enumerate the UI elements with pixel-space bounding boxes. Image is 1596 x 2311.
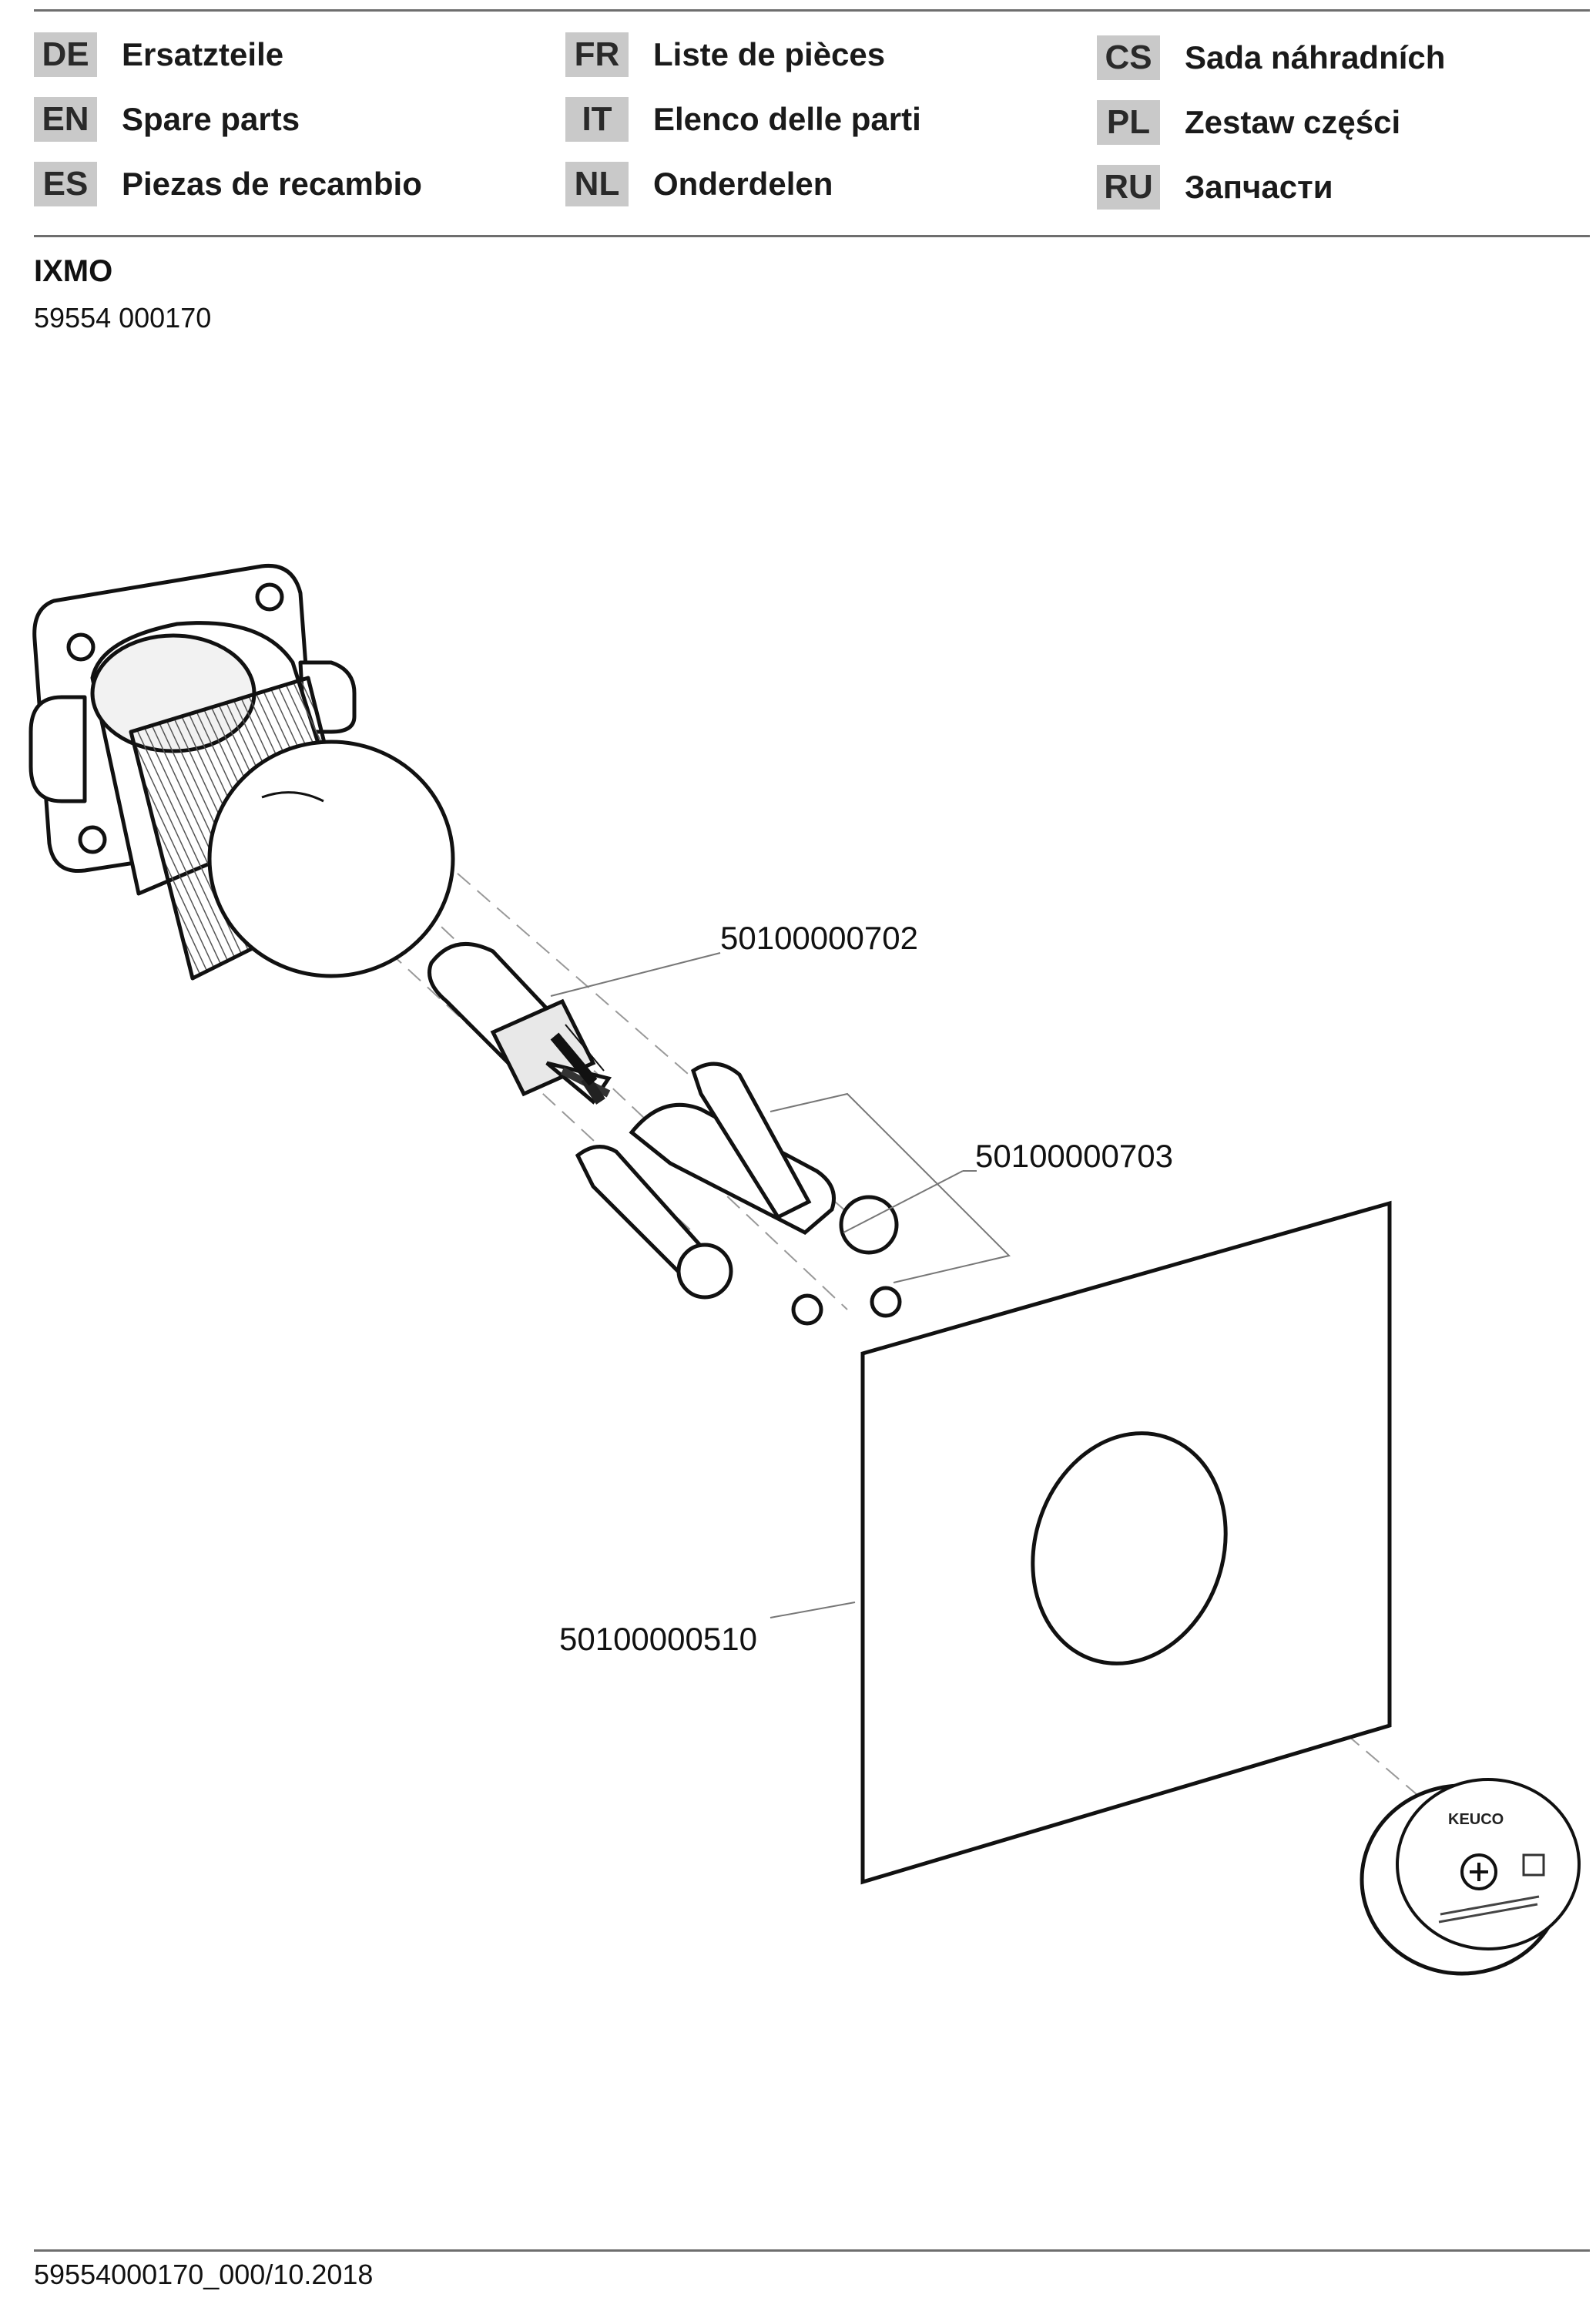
language-label: Sada náhradních: [1185, 39, 1446, 75]
product-number: 59554 000170: [34, 302, 212, 334]
brand-logo: KEUCO: [1448, 1811, 1504, 1828]
language-row-en: EN Spare parts: [34, 97, 300, 142]
language-code: FR: [565, 32, 629, 77]
language-row-ru: RU Запчасти: [1097, 165, 1333, 210]
language-code: NL: [565, 162, 629, 206]
housing-body: [28, 563, 455, 981]
language-label: Elenco delle parti: [653, 101, 921, 137]
product-title: IXMO: [34, 254, 113, 288]
language-label: Запчасти: [1185, 169, 1333, 205]
language-row-de: DE Ersatzteile: [34, 32, 283, 77]
language-row-cs: CS Sada náhradních: [1097, 35, 1445, 80]
header-top-rule: [34, 9, 1590, 12]
exploded-drawing: KEUCO 50100000702 50100000703 5010000051…: [28, 563, 1581, 1976]
language-row-fr: FR Liste de pièces: [565, 32, 885, 77]
language-code: EN: [34, 97, 97, 142]
language-label: Ersatzteile: [122, 36, 284, 72]
square-icon: [1522, 1853, 1545, 1877]
part-number-label: 50100000703: [975, 1138, 1173, 1174]
handle-cap: KEUCO: [1360, 1778, 1581, 1976]
spindle-set: [575, 1062, 902, 1326]
language-code: CS: [1097, 35, 1160, 80]
language-row-it: IT Elenco delle parti: [565, 97, 921, 142]
language-code: PL: [1097, 100, 1160, 145]
language-label: Onderdelen: [653, 166, 833, 202]
rosette-plate: [860, 1200, 1392, 1885]
leader-lines: [550, 952, 1011, 1618]
language-code: DE: [34, 32, 97, 77]
language-code: IT: [565, 97, 629, 142]
header-bottom-rule: [34, 235, 1590, 237]
language-label: Zestaw części: [1185, 104, 1401, 140]
language-row-es: ES Piezas de recambio: [34, 162, 422, 206]
footer-rule: [34, 2249, 1590, 2252]
language-label: Spare parts: [122, 101, 300, 137]
plus-icon: [1460, 1853, 1497, 1890]
language-label: Piezas de recambio: [122, 166, 422, 202]
language-row-nl: NL Onderdelen: [565, 162, 833, 206]
part-number-label: 50100000510: [559, 1621, 757, 1657]
language-code: ES: [34, 162, 97, 206]
language-code: RU: [1097, 165, 1160, 210]
document-code: 59554000170_000/10.2018: [34, 2259, 374, 2290]
cartridge: [428, 941, 612, 1105]
part-number-label: 50100000702: [720, 920, 918, 956]
language-label: Liste de pièces: [653, 36, 886, 72]
language-row-pl: PL Zestaw części: [1097, 100, 1400, 145]
